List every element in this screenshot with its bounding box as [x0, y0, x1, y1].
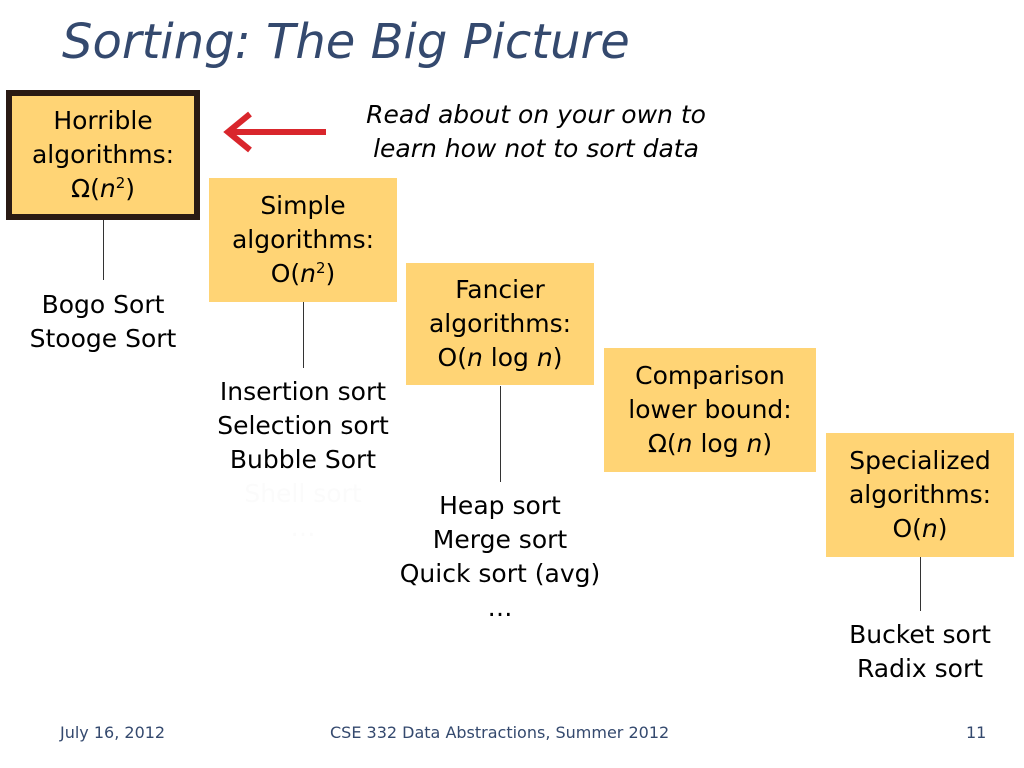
- box-horrible-line1: Horrible: [53, 106, 153, 135]
- list-item: Bubble Sort: [229, 445, 377, 474]
- list-fancier-algorithms: Heap sort Merge sort Quick sort (avg) …: [400, 489, 600, 625]
- box-comparison-line1: Comparison: [635, 361, 785, 390]
- list-item: Heap sort: [439, 491, 561, 520]
- left-arrow-icon: [223, 111, 326, 153]
- bound-close: ): [762, 429, 773, 458]
- connector-simple: [303, 302, 304, 368]
- bound-open: Ω(: [70, 174, 100, 203]
- list-simple-algorithms: Insertion sort Selection sort Bubble Sor…: [217, 375, 389, 545]
- bound-close: ): [552, 343, 563, 372]
- bound-log: log: [692, 429, 747, 458]
- bound-open: O(: [892, 514, 922, 543]
- list-item: Insertion sort: [219, 377, 387, 406]
- box-horrible-algorithms: Horrible algorithms: Ω(n2): [6, 90, 200, 220]
- bound-close: ): [325, 259, 336, 288]
- bound-exp: 2: [315, 259, 326, 277]
- slide-title: Sorting: The Big Picture: [62, 14, 630, 70]
- footer-course: CSE 332 Data Abstractions, Summer 2012: [330, 723, 670, 742]
- box-fancier-line2: algorithms:: [428, 309, 572, 338]
- bound-var: n: [921, 514, 938, 543]
- box-simple-line1: Simple: [260, 191, 346, 220]
- bound-var: n: [466, 343, 483, 372]
- list-item: Quick sort (avg): [399, 559, 601, 588]
- bound-var: n: [300, 259, 316, 288]
- bound-log: log: [482, 343, 537, 372]
- box-specialized-line1: Specialized: [849, 446, 991, 475]
- box-fancier-algorithms: Fancier algorithms: O(n log n): [406, 263, 594, 385]
- box-specialized-algorithms: Specialized algorithms: O(n): [826, 433, 1014, 557]
- bound-close: ): [125, 174, 136, 203]
- list-item-hidden: Shell sort: [244, 479, 362, 508]
- bound-exp: 2: [115, 174, 126, 192]
- bound-close: ): [937, 514, 948, 543]
- bound-var: n: [99, 174, 116, 203]
- connector-horrible: [103, 220, 104, 280]
- list-item: Bogo Sort: [41, 290, 165, 319]
- box-horrible-line2: algorithms:: [31, 140, 175, 169]
- list-item: Selection sort: [217, 411, 389, 440]
- list-item: …: [487, 593, 513, 622]
- box-fancier-line1: Fancier: [455, 275, 545, 304]
- box-horrible-bound: Ω(n2): [12, 172, 194, 206]
- box-specialized-line2: algorithms:: [848, 480, 992, 509]
- bound-open: O(: [270, 259, 301, 288]
- bound-open: Ω(: [647, 429, 677, 458]
- connector-fancier: [500, 386, 501, 482]
- list-item: Merge sort: [432, 525, 568, 554]
- bound-var: n: [536, 343, 553, 372]
- box-comparison-bound: Ω(n log n): [604, 427, 816, 461]
- note-line2: learn how not to sort data: [373, 134, 699, 163]
- box-fancier-bound: O(n log n): [406, 341, 594, 375]
- list-item: Radix sort: [856, 654, 984, 683]
- box-simple-bound: O(n2): [209, 257, 397, 291]
- bound-var: n: [746, 429, 763, 458]
- footer-page-number: 11: [966, 723, 987, 742]
- box-comparison-lower-bound: Comparison lower bound: Ω(n log n): [604, 348, 816, 472]
- box-comparison-line2: lower bound:: [628, 395, 792, 424]
- note-line1: Read about on your own to: [366, 100, 706, 129]
- list-item: Bucket sort: [849, 620, 991, 649]
- box-specialized-bound: O(n): [826, 512, 1014, 546]
- read-on-your-own-note: Read about on your own to learn how not …: [330, 98, 742, 166]
- list-item-hidden: …: [290, 513, 316, 542]
- bound-open: O(: [437, 343, 467, 372]
- list-specialized-algorithms: Bucket sort Radix sort: [849, 618, 991, 686]
- list-item: Stooge Sort: [29, 324, 177, 353]
- footer-date: July 16, 2012: [60, 723, 166, 742]
- box-simple-algorithms: Simple algorithms: O(n2): [209, 178, 397, 302]
- bound-var: n: [676, 429, 693, 458]
- connector-specialized: [920, 557, 921, 611]
- box-simple-line2: algorithms:: [231, 225, 375, 254]
- list-horrible-algorithms: Bogo Sort Stooge Sort: [30, 288, 177, 356]
